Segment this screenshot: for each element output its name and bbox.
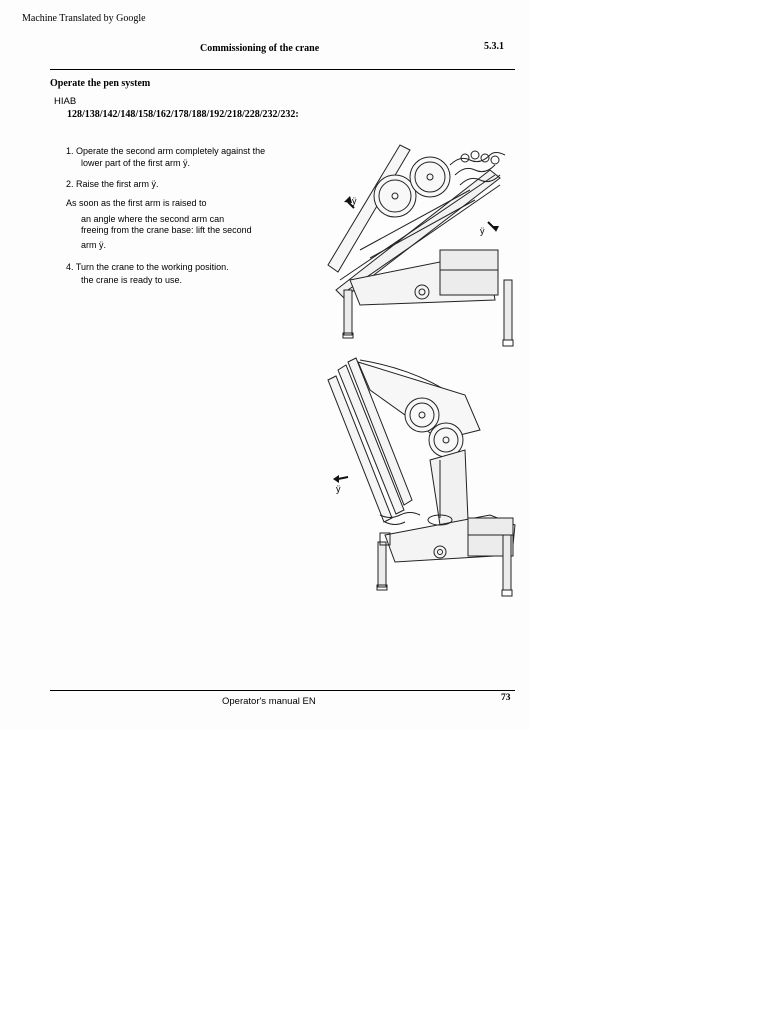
machine-translation-note: Machine Translated by Google: [22, 13, 146, 24]
brand-name: HIAB: [54, 96, 77, 107]
fig1-label-arm-2: ÿ: [480, 226, 485, 236]
page-header-title: Commissioning of the crane: [200, 43, 320, 54]
document-page: Machine Translated by Google Commissioni…: [0, 0, 530, 730]
step-2: 2. Raise the first arm ÿ.: [66, 179, 159, 189]
step-3-intro: As soon as the first arm is raised to: [66, 198, 207, 208]
step-4-line-1: 4. Turn the crane to the working positio…: [66, 262, 229, 272]
step-1-line-1: 1. Operate the second arm completely aga…: [66, 146, 266, 156]
footer-divider: [50, 690, 515, 691]
fig2-label-arm: ÿ: [336, 484, 341, 494]
crane-folded-illustration: ÿ ÿ: [300, 130, 530, 355]
page-number: 73: [501, 693, 511, 703]
step-3-line-2: freeing from the crane base: lift the se…: [81, 225, 252, 235]
header-divider: [50, 69, 515, 70]
model-list: 128/138/142/148/158/162/178/188/192/218/…: [67, 109, 299, 120]
fig1-label-arm-1: ÿ: [352, 196, 357, 206]
page-header-section-number: 5.3.1: [484, 41, 504, 52]
footer-manual-title: Operator's manual EN: [222, 696, 316, 707]
step-3-line-1: an angle where the second arm can: [81, 214, 225, 224]
step-4-line-2: the crane is ready to use.: [81, 275, 183, 285]
step-1-line-2: lower part of the first arm ÿ.: [81, 158, 191, 168]
crane-unfolded-illustration: ÿ: [300, 350, 530, 602]
step-3-line-3: arm ÿ.: [81, 240, 107, 250]
section-title: Operate the pen system: [50, 78, 151, 89]
